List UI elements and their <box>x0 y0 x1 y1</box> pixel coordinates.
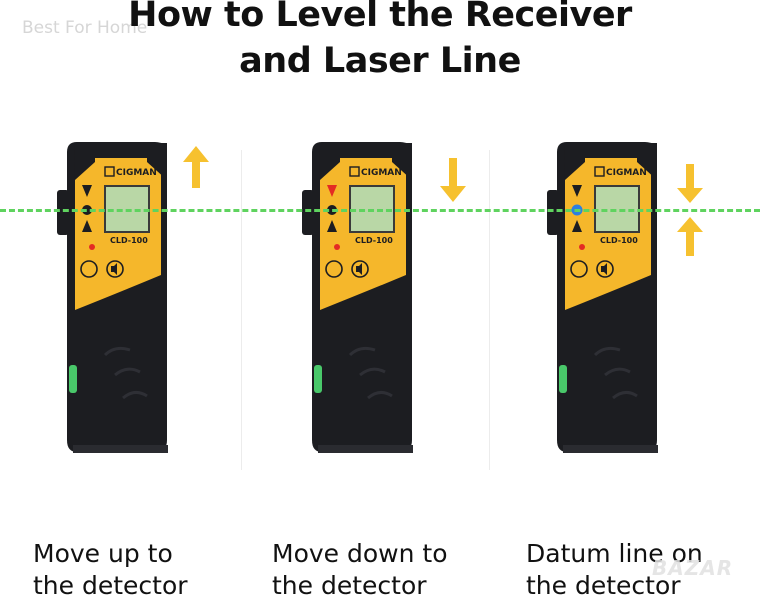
down-indicator-icon <box>82 220 92 232</box>
model-label: CLD-100 <box>110 236 148 245</box>
caption-line-1: Move up to <box>33 539 173 568</box>
corner-cap <box>564 143 585 180</box>
title-line-2: and Laser Line <box>239 41 521 81</box>
up-indicator-icon <box>327 185 337 197</box>
grip-texture <box>593 346 638 400</box>
converging-arrows-icon <box>677 164 703 256</box>
sound-button-icon <box>596 260 614 278</box>
up-indicator-icon <box>82 185 92 197</box>
brand-logo-icon <box>104 166 115 177</box>
speaker-glyph-icon <box>601 263 607 275</box>
model-label: CLD-100 <box>355 236 393 245</box>
step-caption-2: Move down to the detector <box>272 538 448 602</box>
power-button-icon <box>325 260 343 278</box>
brand-logo-icon <box>594 166 605 177</box>
title-line-1: How to Level the Receiver <box>128 0 632 35</box>
corner-cap <box>74 143 95 180</box>
receiver-device-2: CIGMAN CLD-100 <box>302 142 413 453</box>
device-base <box>73 445 168 453</box>
column-divider <box>241 150 242 470</box>
receiver-device-1: CIGMAN CLD-100 <box>57 142 168 453</box>
brand-logo-icon <box>349 166 360 177</box>
side-clip <box>547 190 559 235</box>
caption-line-2: the detector <box>526 571 681 600</box>
caption-line-1: Datum line on <box>526 539 703 568</box>
power-led <box>579 244 585 250</box>
bubble-vial <box>69 365 77 393</box>
speaker-glyph-icon <box>111 263 117 275</box>
up-indicator-icon <box>572 185 582 197</box>
down-indicator-icon <box>327 220 337 232</box>
caption-line-1: Move down to <box>272 539 448 568</box>
step-caption-1: Move up to the detector <box>33 538 188 602</box>
brand-label: CIGMAN <box>116 168 157 178</box>
column-divider <box>489 150 490 470</box>
power-led <box>334 244 340 250</box>
sound-button-icon <box>106 260 124 278</box>
brand-label: CIGMAN <box>606 168 647 178</box>
side-clip <box>302 190 314 235</box>
sound-button-icon <box>351 260 369 278</box>
watermark-top-left: Best For Home <box>22 18 148 38</box>
grip-texture <box>348 346 393 400</box>
corner-cap <box>147 143 167 180</box>
speaker-glyph-icon <box>356 263 362 275</box>
caption-line-2: the detector <box>272 571 427 600</box>
grip-texture <box>103 346 148 400</box>
device-base <box>318 445 413 453</box>
power-led <box>89 244 95 250</box>
power-button-icon <box>570 260 588 278</box>
down-indicator-icon <box>572 220 582 232</box>
bubble-vial <box>314 365 322 393</box>
model-label: CLD-100 <box>600 236 638 245</box>
watermark-bottom-right: BAZAR <box>652 556 734 580</box>
step-caption-3: Datum line on the detector <box>526 538 703 602</box>
page-title: How to Level the Receiver and Laser Line <box>0 0 760 84</box>
caption-line-2: the detector <box>33 571 188 600</box>
corner-cap <box>392 143 412 180</box>
down-arrow-icon <box>440 158 466 202</box>
bubble-vial <box>559 365 567 393</box>
up-arrow-icon <box>183 146 209 188</box>
corner-cap <box>637 143 657 180</box>
laser-line <box>0 209 760 212</box>
receiver-device-3: CIGMAN CLD-100 <box>547 142 658 453</box>
side-clip <box>57 190 69 235</box>
corner-cap <box>319 143 340 180</box>
power-button-icon <box>80 260 98 278</box>
device-base <box>563 445 658 453</box>
brand-label: CIGMAN <box>361 168 402 178</box>
